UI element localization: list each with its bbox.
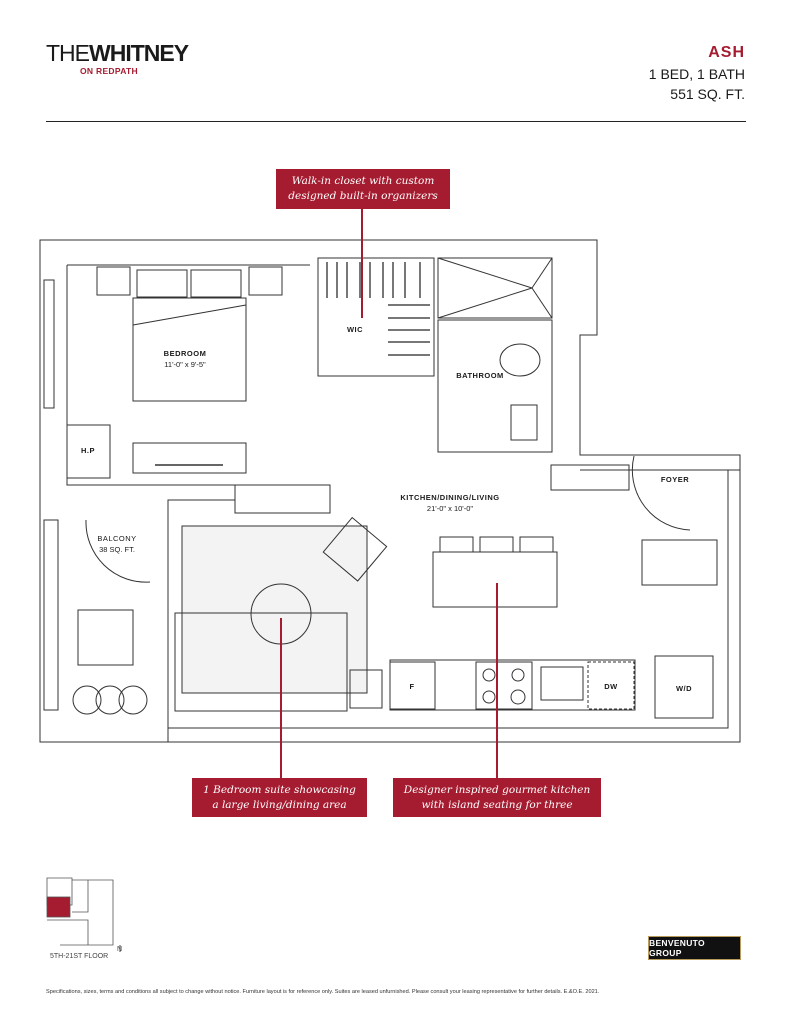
- callout-text: a large living/dining area: [212, 798, 347, 811]
- callout-text: 1 Bedroom suite showcasing: [203, 783, 356, 796]
- plant: [72, 685, 102, 715]
- label-heat-pump: H.P: [80, 446, 95, 455]
- room-label-balcony: BALCONY: [97, 534, 137, 543]
- plant: [95, 685, 125, 715]
- logo: THEWHITNEY: [46, 40, 189, 66]
- balcony-door-swing: [85, 519, 151, 583]
- room-label-kitchen: KITCHEN/DINING/LIVING: [400, 493, 500, 502]
- window: [43, 279, 55, 409]
- key-plan-floor-label: 5TH-21ST FLOOR: [50, 953, 109, 960]
- sink: [540, 666, 584, 701]
- key-plan: [46, 877, 114, 946]
- side-table: [349, 669, 383, 709]
- unit-beds: 1 BED, 1 BATH: [648, 66, 745, 82]
- room-dims-balcony: 38 SQ. FT.: [99, 545, 135, 554]
- stool: [479, 536, 514, 553]
- toilet: [499, 343, 541, 377]
- stool: [519, 536, 554, 553]
- pillow: [136, 269, 188, 298]
- island: [432, 551, 558, 608]
- label-dishwasher: DW: [604, 682, 618, 691]
- walk-in-closet: [317, 257, 435, 377]
- bed: [132, 297, 247, 402]
- logo-the: THE: [46, 40, 90, 66]
- armchair: [322, 516, 388, 582]
- nightstand: [96, 266, 131, 296]
- room-label-bedroom: BEDROOM: [163, 349, 207, 358]
- disclaimer: Specifications, sizes, terms and conditi…: [46, 989, 600, 995]
- callout-bedroom-suite: 1 Bedroom suite showcasing a large livin…: [192, 778, 367, 817]
- callout-text: with island seating for three: [421, 798, 573, 811]
- unit-size: 551 SQ. FT.: [670, 86, 745, 102]
- bench: [550, 464, 630, 491]
- cooktop: [475, 661, 533, 710]
- dishwasher: [587, 661, 635, 710]
- shower: [437, 257, 553, 319]
- room-label-wic: WIC: [346, 325, 364, 334]
- logo-whitney: WHITNEY: [89, 40, 189, 66]
- washer-dryer: [654, 655, 714, 719]
- pillow: [190, 269, 242, 298]
- logo-subtitle: ON REDPATH: [80, 66, 138, 76]
- room-dims-bedroom: 11'-0" x 9'-5": [164, 360, 206, 369]
- nightstand: [248, 266, 283, 296]
- room-label-foyer: FOYER: [660, 475, 690, 484]
- bathroom-floor: [437, 319, 553, 453]
- interior-wall-line: [66, 264, 740, 742]
- window: [43, 519, 59, 711]
- callout-text: Walk-in closet with custom: [291, 175, 435, 187]
- room-dims-kitchen: 21'-0" x 10'-0": [426, 504, 474, 513]
- foyer-closet: [641, 539, 718, 586]
- north-label: N: [117, 946, 123, 953]
- callout-walk-in-closet: Walk-in closet with custom designed buil…: [276, 169, 450, 209]
- dresser: [132, 442, 247, 474]
- heat-pump: [66, 424, 111, 479]
- unit-name: ASH: [708, 44, 745, 61]
- vanity-sink: [510, 404, 538, 441]
- header-divider: [46, 121, 746, 122]
- balcony-table: [77, 609, 134, 666]
- sofa: [174, 612, 348, 712]
- label-fridge: F: [409, 682, 415, 691]
- exterior-wall: [39, 239, 741, 743]
- benvenuto-group-logo: BENVENUTO GROUP: [648, 936, 741, 960]
- stool: [439, 536, 474, 553]
- room-label-bathroom: BATHROOM: [456, 371, 504, 380]
- callout-kitchen: Designer inspired gourmet kitchen with i…: [393, 778, 601, 817]
- callout-text: Designer inspired gourmet kitchen: [403, 783, 591, 796]
- tv-console: [234, 484, 331, 514]
- area-rug: [181, 525, 368, 694]
- entry-door-swing: [631, 455, 691, 531]
- label-washer-dryer: W/D: [675, 684, 693, 693]
- plant: [118, 685, 148, 715]
- callout-text: designed built-in organizers: [288, 190, 438, 202]
- fridge: [389, 661, 436, 710]
